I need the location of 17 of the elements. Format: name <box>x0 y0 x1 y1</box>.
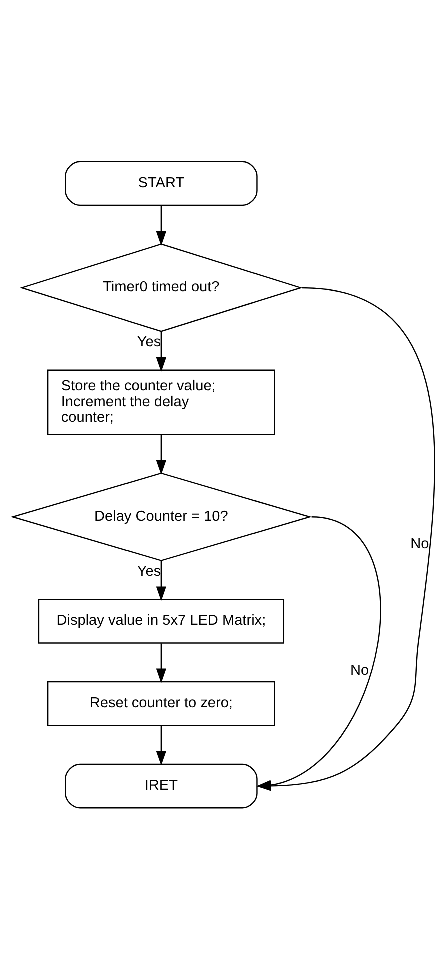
node-box: Display value in 5x7 LED Matrix; <box>38 598 284 644</box>
arrow <box>156 434 167 474</box>
node-box: Reset counter to zero; <box>47 680 276 726</box>
edge-label: No <box>410 536 430 552</box>
node-box: START <box>65 160 258 206</box>
node-diamond: Timer0 timed out? <box>20 243 303 332</box>
edge-label: Yes <box>137 563 162 580</box>
arrow <box>156 331 167 372</box>
node-box: Store the counter value; Increment the delay counter; <box>47 369 276 435</box>
node-box: IRET <box>65 763 258 808</box>
node-diamond: Delay Counter = 10? <box>10 472 312 561</box>
arrow <box>156 726 167 766</box>
edge-label: Yes <box>137 334 162 350</box>
arrow <box>156 206 167 246</box>
arrow <box>156 560 167 601</box>
edge-label: No <box>350 662 370 678</box>
arrow <box>156 643 167 683</box>
